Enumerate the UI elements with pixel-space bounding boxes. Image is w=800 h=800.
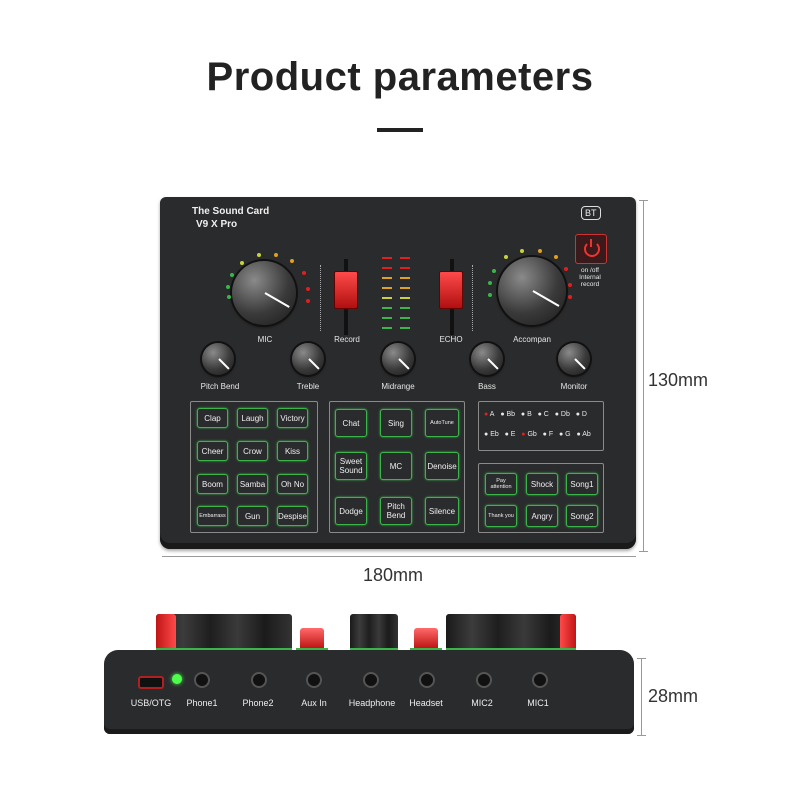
- title-underline: [377, 128, 423, 132]
- side-knob-left: [156, 614, 292, 650]
- power-label: on /off Internal record: [579, 267, 601, 288]
- level-meter: [378, 255, 418, 333]
- midrange-label: Midrange: [381, 382, 415, 391]
- pad-pitch-bend[interactable]: Pitch Bend: [380, 497, 412, 525]
- port-label-headphone: Headphone: [348, 698, 396, 708]
- port-label-usb: USB/OTG: [130, 698, 172, 708]
- echo-fader[interactable]: [439, 271, 463, 309]
- pad-sweet-sound[interactable]: Sweet Sound: [335, 452, 367, 480]
- brand-line2: V9 X Pro: [196, 219, 238, 230]
- mic-label: MIC: [257, 335, 273, 344]
- middle-pad-panel: [329, 401, 465, 533]
- treble-label: Treble: [296, 382, 320, 391]
- accompan-label: Accompan: [513, 335, 551, 344]
- echo-label: ECHO: [439, 335, 463, 344]
- pad-boom[interactable]: Boom: [197, 474, 228, 494]
- power-icon: [584, 241, 600, 257]
- pad-thank-you[interactable]: Thank you: [485, 505, 517, 527]
- aux-in-jack[interactable]: [306, 672, 322, 688]
- pad-shock[interactable]: Shock: [526, 473, 558, 495]
- power-button[interactable]: [575, 234, 607, 264]
- pad-song1[interactable]: Song1: [566, 473, 598, 495]
- sound-card-top-view: The Sound Card V9 X Pro BT on /off Inter…: [160, 197, 636, 549]
- keys-panel: [478, 401, 604, 451]
- bt-badge: BT: [581, 206, 601, 220]
- right-pad-panel: [478, 463, 604, 533]
- phone2-jack[interactable]: [251, 672, 267, 688]
- record-label: Record: [334, 335, 360, 344]
- treble-knob[interactable]: [292, 343, 324, 375]
- pad-crow[interactable]: Crow: [237, 441, 268, 461]
- status-led: [172, 674, 182, 684]
- monitor-label: Monitor: [560, 382, 588, 391]
- keys-row-1: ● A ● Bb ● B ● C ● Db ● D: [484, 411, 587, 418]
- side-fader-record: [300, 628, 324, 648]
- bass-label: Bass: [478, 382, 496, 391]
- pad-mc[interactable]: MC: [380, 452, 412, 480]
- port-label-aux-in: Aux In: [301, 698, 327, 708]
- pad-samba[interactable]: Samba: [237, 474, 268, 494]
- pad-gun[interactable]: Gun: [237, 506, 268, 526]
- pad-sing[interactable]: Sing: [380, 409, 412, 437]
- width-dimension: 180mm: [363, 565, 424, 585]
- width-dimension-line: [162, 556, 636, 557]
- pad-despise[interactable]: Despise: [277, 506, 308, 526]
- side-knob-right: [446, 614, 576, 650]
- pad-denoise[interactable]: Denoise: [425, 452, 459, 480]
- pad-oh-no[interactable]: Oh No: [277, 474, 308, 494]
- port-label-mic1: MIC1: [527, 698, 549, 708]
- mic2-jack[interactable]: [476, 672, 492, 688]
- pitch-bend-knob[interactable]: [202, 343, 234, 375]
- keys-row-2: ● Eb ● E ● Gb ● F ● G ● Ab: [484, 431, 591, 438]
- mic1-jack[interactable]: [532, 672, 548, 688]
- mic-knob[interactable]: [232, 261, 296, 325]
- monitor-knob[interactable]: [558, 343, 590, 375]
- pitch-bend-label: Pitch Bend: [200, 382, 240, 391]
- pad-autotune[interactable]: AutoTune: [425, 409, 459, 437]
- pad-victory[interactable]: Victory: [277, 408, 308, 428]
- pad-laugh[interactable]: Laugh: [237, 408, 268, 428]
- headset-jack[interactable]: [419, 672, 435, 688]
- sound-card-side-view: USB/OTG Phone1 Phone2 Aux In Headphone H…: [104, 650, 634, 734]
- usb-port[interactable]: [138, 676, 164, 689]
- pad-clap[interactable]: Clap: [197, 408, 228, 428]
- pad-embarrass[interactable]: Embarrass: [197, 506, 228, 526]
- pad-song2[interactable]: Song2: [566, 505, 598, 527]
- pad-silence[interactable]: Silence: [425, 497, 459, 525]
- brand-line1: The Sound Card: [192, 206, 270, 217]
- pad-angry[interactable]: Angry: [526, 505, 558, 527]
- page-title: Product parameters: [206, 55, 594, 99]
- left-pad-panel: [190, 401, 318, 533]
- pad-dodge[interactable]: Dodge: [335, 497, 367, 525]
- port-label-phone2: Phone2: [242, 698, 274, 708]
- side-knob-middle: [350, 614, 398, 650]
- accompan-knob[interactable]: [498, 257, 566, 325]
- port-label-mic2: MIC2: [471, 698, 493, 708]
- depth-dimension-line: [641, 658, 642, 736]
- headphone-jack[interactable]: [363, 672, 379, 688]
- pad-kiss[interactable]: Kiss: [277, 441, 308, 461]
- pad-chat[interactable]: Chat: [335, 409, 367, 437]
- height-dimension-line: [643, 200, 644, 552]
- record-fader[interactable]: [334, 271, 358, 309]
- port-label-headset: Headset: [409, 698, 443, 708]
- bass-knob[interactable]: [471, 343, 503, 375]
- port-label-phone1: Phone1: [186, 698, 218, 708]
- height-dimension: 130mm: [648, 370, 709, 390]
- pad-pay-attention[interactable]: Pay attention: [485, 473, 517, 495]
- depth-dimension: 28mm: [648, 686, 699, 706]
- phone1-jack[interactable]: [194, 672, 210, 688]
- midrange-knob[interactable]: [382, 343, 414, 375]
- side-fader-echo: [414, 628, 438, 648]
- pad-cheer[interactable]: Cheer: [197, 441, 228, 461]
